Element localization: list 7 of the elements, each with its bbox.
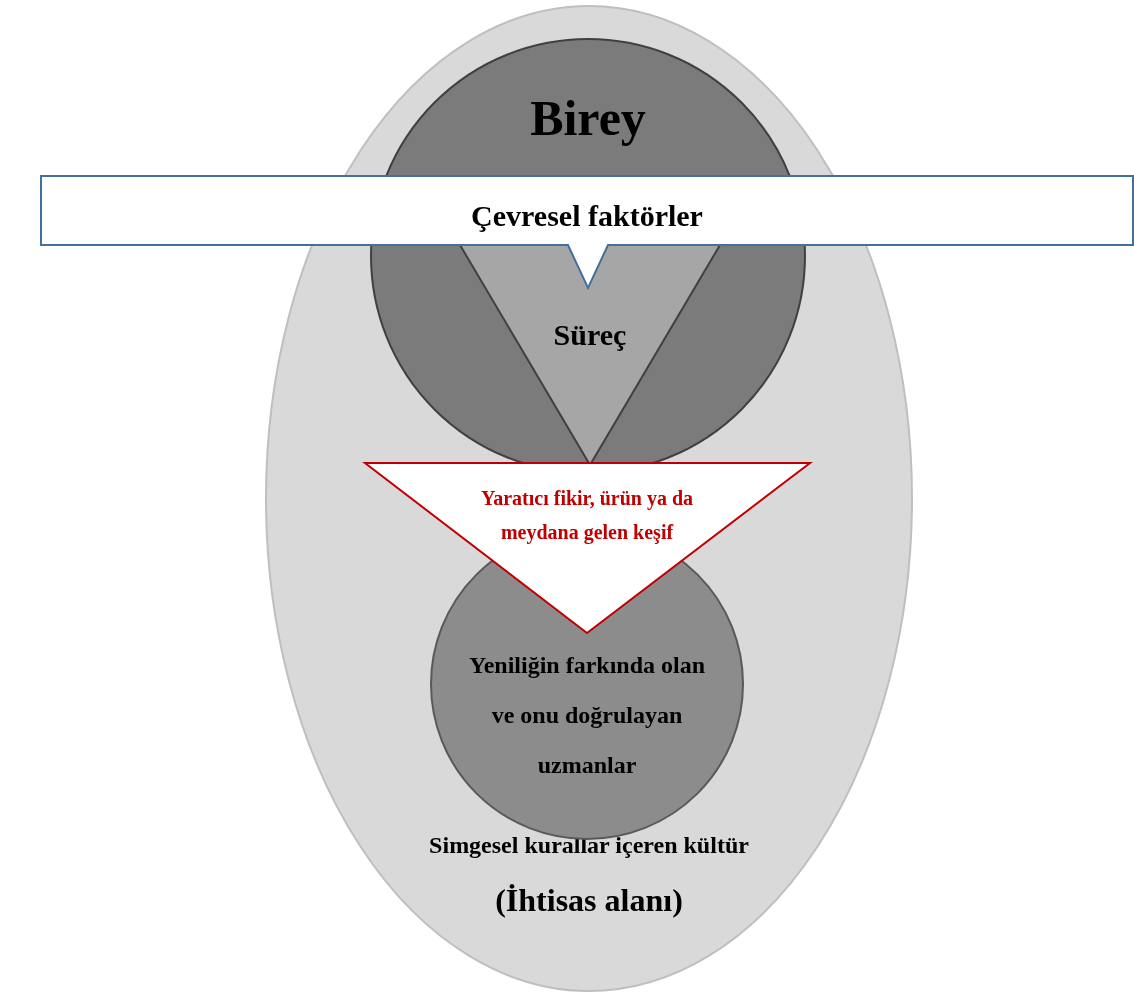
shape-label: Simgesel kurallar içeren kültür bbox=[428, 831, 750, 860]
shape-label: Yeniliğin farkında olan ve onu doğrulayan uzmanlar bbox=[467, 651, 707, 780]
shape-label: (İhtisas alanı) bbox=[494, 881, 684, 920]
shape-label: Birey bbox=[529, 89, 647, 148]
shape-label: Çevresel faktörler bbox=[470, 198, 704, 234]
shape-label: Süreç bbox=[552, 317, 628, 353]
shape-label: Yaratıcı fikir, ürün ya da meydana gelen keşif bbox=[479, 486, 695, 546]
